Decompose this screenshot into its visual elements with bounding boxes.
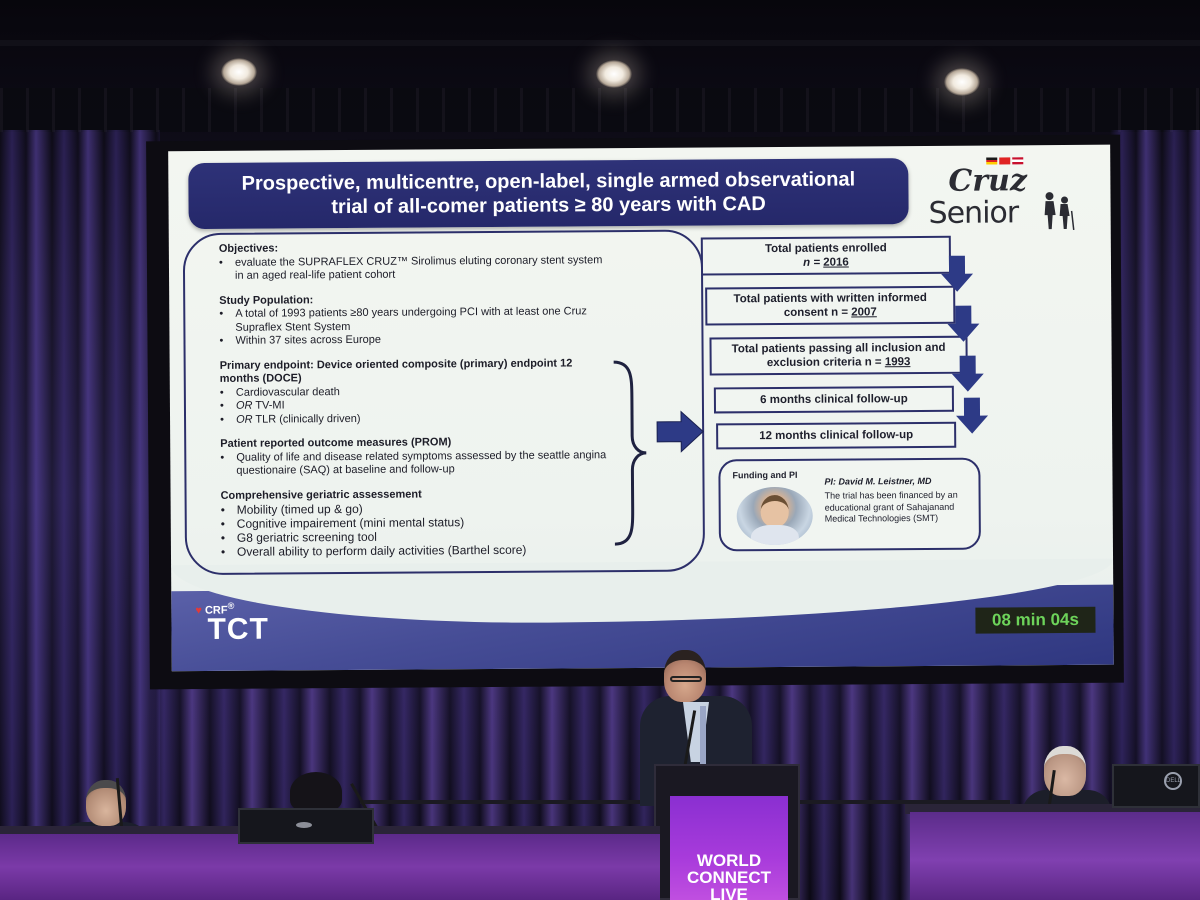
elderly-couple-icon	[1044, 192, 1075, 231]
flow-consent-label: Total patients with written informed	[733, 291, 927, 306]
down-arrow-icon	[941, 255, 974, 292]
curtain-left	[0, 130, 160, 900]
geriatric-list: Mobility (timed up & go) Cognitive impai…	[221, 500, 616, 559]
flow-12-month-label: 12 months clinical follow-up	[759, 429, 914, 443]
logo-senior-text: Senior	[928, 195, 1019, 231]
dell-logo-icon: DELL	[1164, 772, 1182, 790]
tct-logo: TCT	[207, 612, 269, 646]
flow-inclusion-box: Total patients passing all inclusion and…	[709, 335, 968, 376]
curly-brace-icon	[613, 360, 647, 546]
flow-inclusion-label: Total patients passing all inclusion and	[731, 341, 946, 356]
panelist-center-head	[290, 772, 342, 812]
prom-list: Quality of life and disease related symp…	[220, 449, 615, 479]
flow-enrolled-label: Total patients enrolled	[764, 242, 887, 256]
ceiling-truss-upper	[0, 40, 1200, 46]
population-item: Within 37 sites across Europe	[219, 332, 614, 348]
panel-table-left	[0, 834, 660, 900]
flow-inclusion-value: 1993	[884, 356, 911, 369]
podium-text-line-2: CONNECT	[686, 868, 772, 887]
flow-6-month-box: 6 months clinical follow-up	[713, 385, 955, 414]
geriatric-item: Overall ability to perform daily activit…	[221, 542, 616, 559]
spotlight-center	[596, 60, 632, 88]
podium-text-line-1: WORLD	[696, 851, 762, 870]
ceiling-truss	[0, 88, 1200, 132]
pi-portrait-photo	[736, 486, 813, 546]
flow-6-month-label: 6 months clinical follow-up	[760, 393, 908, 407]
slide-title-line-2: trial of all-comer patients ≥ 80 years w…	[331, 193, 766, 219]
objectives-list: evaluate the SUPRAFLEX CRUZ™ Sirolimus e…	[219, 254, 614, 284]
down-arrow-icon	[956, 397, 989, 434]
spotlight-left	[221, 58, 257, 86]
podium-text: WORLD CONNECT LIVE	[670, 852, 788, 900]
podium-screen	[670, 796, 788, 900]
funding-pi-box: Funding and PI PI: David M. Leistner, MD…	[718, 457, 981, 552]
flow-enrolled-n-label: n =	[803, 256, 824, 269]
slide-title: Prospective, multicentre, open-label, si…	[242, 167, 856, 219]
slide-title-line-1: Prospective, multicentre, open-label, si…	[241, 168, 856, 195]
flow-inclusion-n-label: exclusion criteria n =	[766, 356, 885, 370]
slide-footer-band	[171, 584, 1114, 672]
population-list: A total of 1993 patients ≥80 years under…	[219, 305, 614, 348]
pi-name: PI: David M. Leistner, MD	[824, 475, 932, 487]
flow-enrolled-value: 2016	[823, 256, 849, 269]
primary-endpoint-heading: Primary endpoint: Device oriented compos…	[219, 356, 573, 385]
heart-icon: ♥	[195, 604, 202, 617]
slide-title-box: Prospective, multicentre, open-label, si…	[188, 158, 909, 230]
funding-description: The trial has been financed by an educat…	[824, 489, 958, 524]
presentation-slide: Prospective, multicentre, open-label, si…	[168, 144, 1114, 672]
panel-table-right-top	[905, 804, 1200, 814]
spotlight-right	[944, 68, 980, 96]
prom-item: Quality of life and disease related symp…	[220, 449, 615, 479]
logo-cruz-text: Cruz	[948, 163, 1028, 199]
podium-text-line-3: LIVE	[710, 885, 748, 900]
right-arrow-icon	[656, 410, 704, 453]
flow-consent-value: 2007	[851, 306, 877, 319]
projection-screen: Prospective, multicentre, open-label, si…	[146, 134, 1124, 690]
primary-endpoint-list: Cardiovascular death OR TV-MI OR TLR (cl…	[220, 384, 615, 427]
objectives-item: evaluate the SUPRAFLEX CRUZ™ Sirolimus e…	[219, 254, 614, 284]
laptop-logo-icon	[296, 822, 312, 828]
down-arrow-icon	[951, 355, 984, 392]
study-design-text: Objectives: evaluate the SUPRAFLEX CRUZ™…	[219, 240, 616, 559]
flow-12-month-box: 12 months clinical follow-up	[716, 421, 957, 450]
panel-table-right	[910, 812, 1200, 900]
laptop-right	[1112, 764, 1200, 808]
countdown-timer: 08 min 04s	[975, 606, 1096, 634]
primary-endpoint-item: OR TLR (clinically driven)	[220, 411, 615, 427]
cruz-senior-logo: Cruz Senior	[928, 155, 1079, 234]
speaker-glasses	[670, 676, 702, 682]
flow-enrolled-box: Total patients enrolled n = 2016	[700, 235, 952, 276]
flow-consent-box: Total patients with written informed con…	[705, 285, 956, 326]
down-arrow-icon	[947, 305, 980, 342]
speaker-lanyard	[700, 706, 706, 764]
flow-consent-n-label: consent n =	[783, 306, 852, 319]
funding-heading: Funding and PI	[732, 469, 798, 481]
population-item: A total of 1993 patients ≥80 years under…	[219, 305, 614, 335]
